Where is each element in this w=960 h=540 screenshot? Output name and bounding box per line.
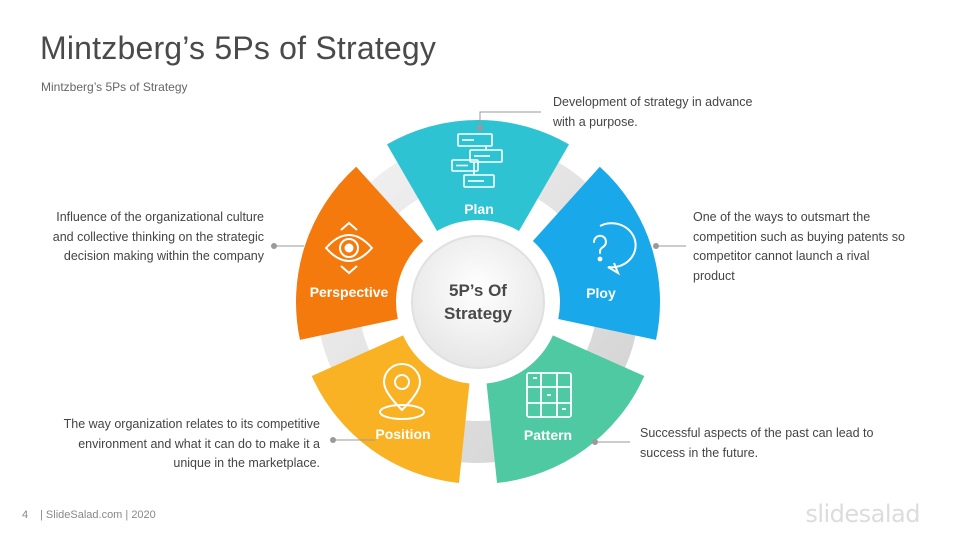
plan-connector xyxy=(479,111,541,128)
center-disc xyxy=(411,235,545,369)
position-description: The way organization relates to its comp… xyxy=(63,417,320,470)
position-label: Position xyxy=(375,426,430,442)
ploy-label: Ploy xyxy=(586,285,616,301)
pattern-label: Pattern xyxy=(524,427,572,443)
slide-subtitle: Mintzberg’s 5Ps of Strategy xyxy=(41,80,188,94)
brand-logo: slidesalad xyxy=(805,500,920,528)
plan-description: Development of strategy in advance with … xyxy=(553,95,753,129)
center-label-line1: 5P’s Of xyxy=(449,281,507,300)
pattern-connector-dot xyxy=(592,439,598,445)
page-number: 4 xyxy=(22,509,29,521)
perspective-segment xyxy=(296,166,424,340)
location-pin-icon xyxy=(379,363,425,420)
eye-icon xyxy=(324,221,374,275)
flowchart-icon xyxy=(451,133,503,188)
perspective-description: Influence of the organizational culture … xyxy=(52,210,264,263)
grid-pattern-icon xyxy=(526,372,572,418)
plan-connector-dot xyxy=(477,125,483,131)
question-bubble-icon xyxy=(592,222,637,276)
footer-source: | SlideSalad.com | 2020 xyxy=(40,509,156,521)
plan-label: Plan xyxy=(464,201,494,217)
position-segment xyxy=(311,335,470,484)
pattern-description: Successful aspects of the past can lead … xyxy=(640,426,874,460)
slide-title: Mintzberg’s 5Ps of Strategy xyxy=(40,30,437,66)
perspective-connector-dot xyxy=(271,243,277,249)
center-label-line2: Strategy xyxy=(444,304,513,323)
position-connector-dot xyxy=(330,437,336,443)
perspective-label: Perspective xyxy=(310,284,389,300)
ploy-segment xyxy=(532,166,661,340)
ploy-connector-dot xyxy=(653,243,659,249)
ploy-description: One of the ways to outsmart the competit… xyxy=(693,210,905,283)
